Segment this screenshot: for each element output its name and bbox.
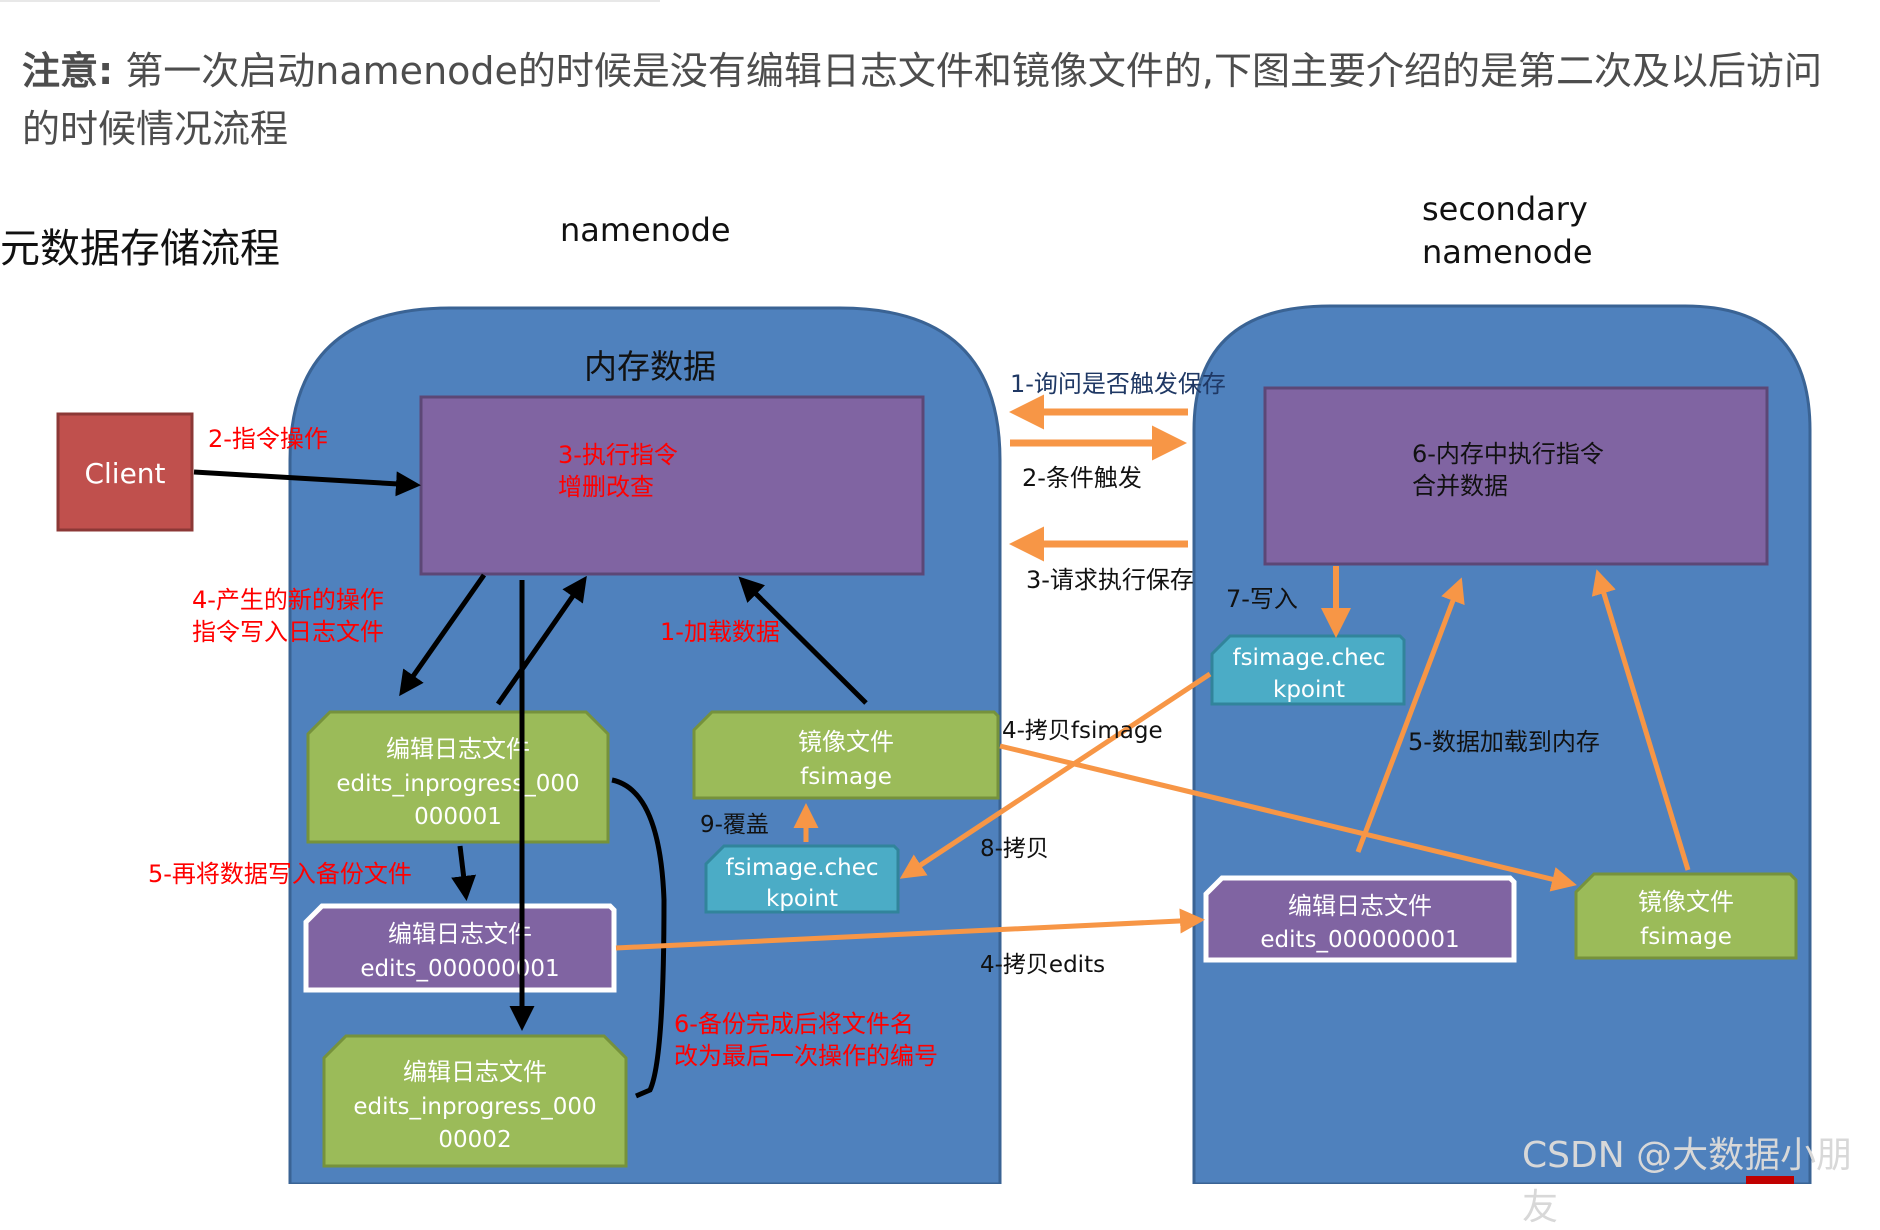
secondary-title-line2: namenode <box>1422 233 1593 271</box>
edits-inprogress-1-line3: 000001 <box>414 804 502 830</box>
client-to-memory-arrow <box>193 469 421 497</box>
namenode-memory-box <box>419 395 925 576</box>
copy-fsimage-arrow <box>999 743 1577 892</box>
namenode-title: namenode <box>560 211 731 249</box>
label-copy-edits: 4-拷贝edits <box>980 952 1105 978</box>
label-new-op-line2: 指令写入日志文件 <box>192 618 384 646</box>
fsimage-nn-line1: 镜像文件 <box>798 728 894 756</box>
edits-backup-arrow <box>451 845 477 901</box>
edits-backup-box <box>303 903 617 993</box>
label-new-op-line1: 4-产生的新的操作 <box>192 586 384 614</box>
rename-bracket <box>611 777 667 1099</box>
fsimage-nn-line2: fsimage <box>800 764 892 790</box>
label-ask-save: 1-询问是否触发保存 <box>1010 370 1226 398</box>
edits-sn-line2: edits_000000001 <box>1260 927 1459 953</box>
secondary-memory-box <box>1263 386 1769 566</box>
edits-sn-box <box>1203 875 1517 963</box>
client-label: Client <box>84 457 165 490</box>
label-copy-fsimage: 4-拷贝fsimage <box>1002 718 1163 744</box>
edits-load-arrow <box>1355 577 1465 853</box>
edits-inprogress-2-line1: 编辑日志文件 <box>403 1058 547 1086</box>
edits-inprogress-1-box <box>306 710 610 844</box>
diagram-title: 元数据存储流程 <box>0 226 280 272</box>
edits-inprogress-2-line2: edits_inprogress_000 <box>353 1094 596 1120</box>
label-load-to-mem: 5-数据加载到内存 <box>1408 728 1600 756</box>
edits-backup-line1: 编辑日志文件 <box>388 920 532 948</box>
memory-label: 内存数据 <box>584 347 716 386</box>
fsimage-sn-box <box>1574 872 1798 960</box>
checkpoint-nn-line2: kpoint <box>766 886 838 912</box>
label-rename-line2: 改为最后一次操作的编号 <box>674 1042 938 1070</box>
secondary-exec-line2: 合并数据 <box>1412 472 1508 500</box>
secondary-title-line1: secondary <box>1422 190 1588 228</box>
fsimage-load-sn-arrow <box>1591 569 1691 871</box>
exec-line2: 增删改查 <box>558 473 654 501</box>
client-box <box>56 412 194 532</box>
copy-edits-arrow <box>615 908 1205 951</box>
edits-inprogress-2-line3: 00002 <box>438 1127 511 1153</box>
top-divider <box>0 0 660 2</box>
label-request-save: 3-请求执行保存 <box>1026 566 1194 594</box>
note-paragraph: 注意: 第一次启动namenode的时候是没有编辑日志文件和镜像文件的,下图主要… <box>22 42 1852 158</box>
checkpoint-nn-line1: fsimage.chec <box>725 855 878 881</box>
checkpoint-sn-box <box>1210 634 1406 706</box>
metadata-flow-diagram: 元数据存储流程 namenode secondary namenode 内存数据… <box>0 190 1812 1184</box>
edits-inprogress-1-line2: edits_inprogress_000 <box>336 771 579 797</box>
edits-inprogress-1-line1: 编辑日志文件 <box>386 735 530 763</box>
edits-sn-line1: 编辑日志文件 <box>1288 892 1432 920</box>
fsimage-sn-line1: 镜像文件 <box>1638 888 1734 916</box>
label-backup-write: 5-再将数据写入备份文件 <box>148 860 412 888</box>
note-label: 注意: <box>22 49 114 93</box>
checkpoint-sn-line1: fsimage.chec <box>1232 645 1385 671</box>
memory-to-edits-arrow <box>399 573 487 697</box>
label-rename-line1: 6-备份完成后将文件名 <box>674 1010 914 1038</box>
label-overwrite: 9-覆盖 <box>700 812 769 838</box>
checkpoint-sn-line2: kpoint <box>1273 677 1345 703</box>
copy-checkpoint-arrow <box>899 671 1212 879</box>
label-load-data: 1-加载数据 <box>660 618 780 646</box>
label-write: 7-写入 <box>1226 585 1298 613</box>
fsimage-nn-box <box>692 710 1000 800</box>
watermark: CSDN @大数据小朋友 <box>1522 1135 1853 1228</box>
label-condition: 2-条件触发 <box>1022 464 1142 492</box>
label-cmd-op: 2-指令操作 <box>208 425 328 453</box>
note-text: 第一次启动namenode的时候是没有编辑日志文件和镜像文件的,下图主要介绍的是… <box>22 49 1822 151</box>
checkpoint-nn-box <box>704 844 900 914</box>
exec-line1: 3-执行指令 <box>558 441 678 469</box>
fsimage-sn-line2: fsimage <box>1640 924 1732 950</box>
edits-inprogress-2-box <box>322 1034 628 1168</box>
corner-mark <box>1746 1176 1794 1184</box>
edits-backup-line2: edits_000000001 <box>360 956 559 982</box>
fsimage-load-arrow <box>738 576 868 705</box>
secondary-exec-line1: 6-内存中执行指令 <box>1412 440 1604 468</box>
label-copy: 8-拷贝 <box>980 836 1049 862</box>
edits-to-memory-arrow <box>495 575 587 706</box>
